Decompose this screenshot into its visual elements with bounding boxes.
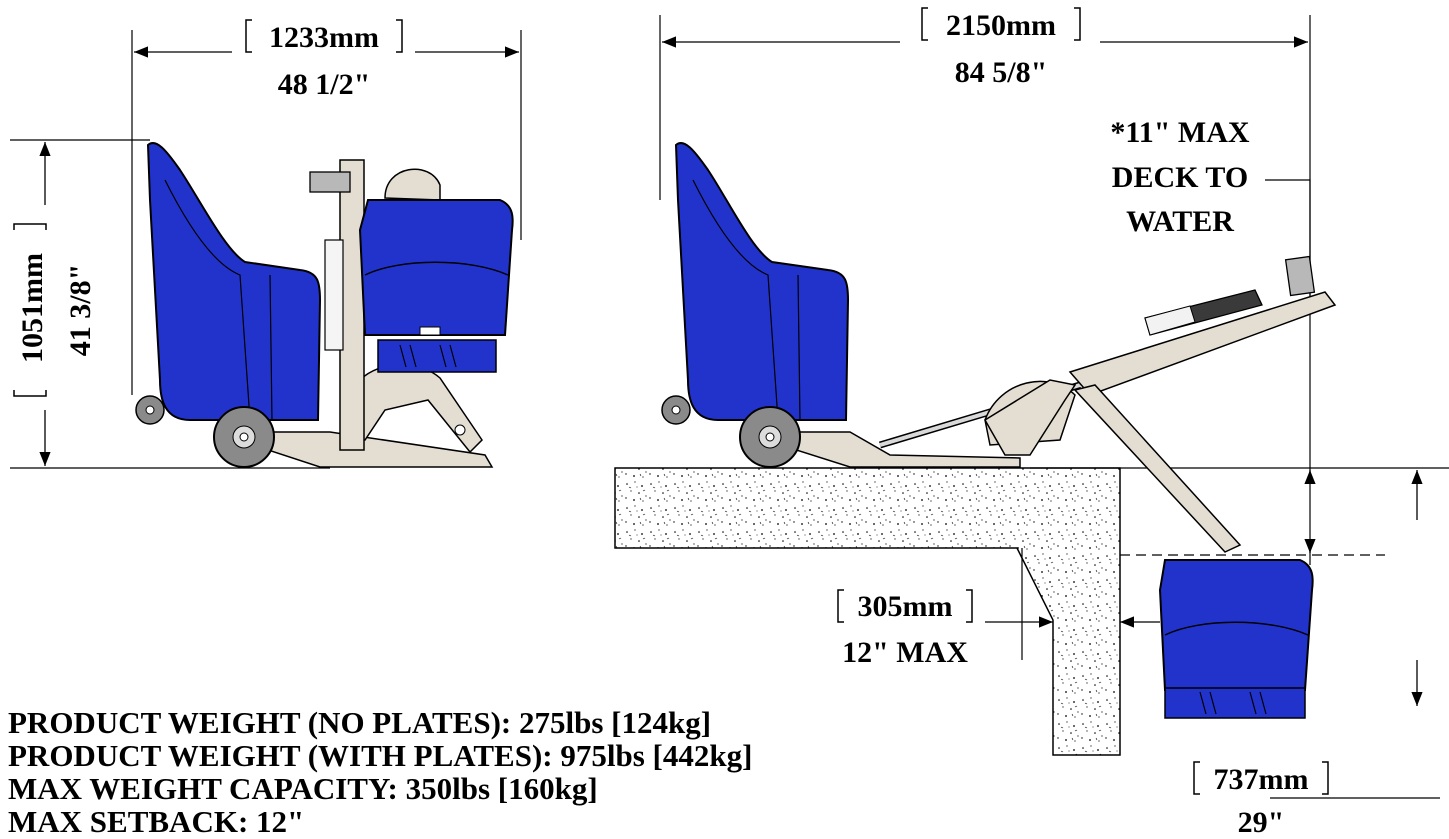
reach-depth-mm: 737mm [1214,763,1309,796]
width-deployed-in: 84 5/8" [955,56,1048,89]
setback-mm: 305mm [858,590,953,623]
spring-block [1164,687,1306,719]
height-mm: 1051mm [16,253,49,363]
spec-max-setback: MAX SETBACK: 12" [8,804,305,839]
support-leg [983,379,1077,456]
height-in: 41 3/8" [64,264,97,357]
reach-depth-in: 29" [1238,806,1285,838]
spring-block [377,339,497,373]
width-folded-mm: 1233mm [269,21,379,54]
base-foot [789,431,1021,468]
deck-note-line2: DECK TO [1112,161,1248,194]
seat-body [674,142,850,421]
chair-housing [358,199,514,336]
spec-list: PRODUCT WEIGHT (NO PLATES): 275lbs [124k… [8,706,752,838]
chair-housing [1158,559,1314,691]
dimension-labels: 1233mm 48 1/2" 1051mm 41 3/8" 2150mm 84 … [13,7,1329,838]
spec-weight-no-plates: PRODUCT WEIGHT (NO PLATES): 275lbs [124k… [8,705,712,740]
folded-lift-view [10,30,522,469]
deployed-lift-view [614,15,1449,799]
setback-in: 12" MAX [842,636,968,669]
actuator [309,171,351,193]
drop-arm [1073,384,1242,553]
actuator [1284,255,1316,297]
spec-weight-with-plates: PRODUCT WEIGHT (WITH PLATES): 975lbs [44… [8,738,753,773]
spec-max-capacity: MAX WEIGHT CAPACITY: 350lbs [160kg] [8,771,598,806]
width-deployed-mm: 2150mm [946,9,1056,42]
width-folded-in: 48 1/2" [278,68,371,101]
deck-note-line1: *11" MAX [1110,116,1249,149]
pool-deck-concrete [614,467,1121,756]
deck-note-line3: WATER [1126,205,1234,238]
mast-column [339,159,365,451]
pulley-housing [384,168,441,201]
seat-body [146,142,322,421]
